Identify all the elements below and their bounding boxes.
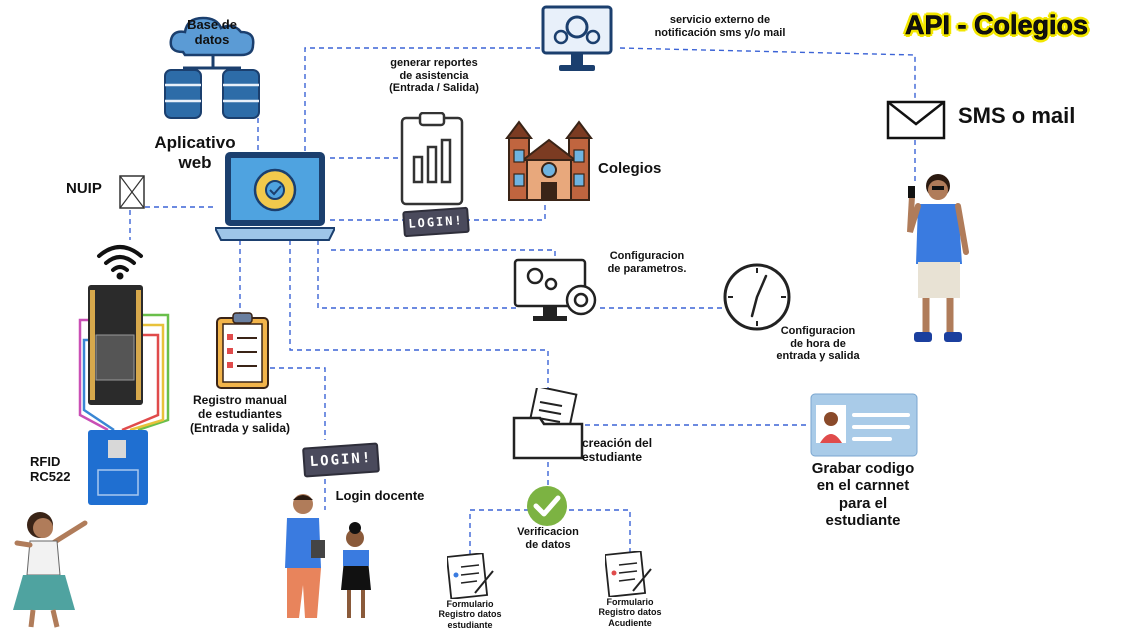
connector-webapp-sms-service — [304, 47, 545, 160]
time-config-label: Configuracion de hora de entrada y salid… — [776, 325, 860, 363]
login-badge-teacher[interactable]: LOGIN! — [302, 442, 380, 478]
login-badge-reports[interactable]: LOGIN! — [402, 206, 470, 238]
wifi-icon — [97, 245, 143, 280]
manual-register-label: Registro manual de estudiantes (Entrada … — [189, 393, 291, 435]
mail-icon — [886, 100, 946, 140]
connector-verify-forms — [469, 509, 631, 555]
student-girl-icon — [13, 512, 88, 628]
student-folder-icon — [512, 388, 584, 460]
database-icon — [164, 16, 260, 119]
teacher-student-icon — [285, 494, 371, 618]
form-guardian-label: Formulario Registro datos Acudiente — [598, 597, 662, 628]
reports-label: generar reportes de asistencia (Entrada … — [389, 57, 479, 95]
sms-service-label: servicio externo de notificación sms y/o… — [654, 14, 786, 39]
schools-label: Colegios — [598, 160, 662, 177]
verification-label: Verificacion de datos — [517, 526, 579, 551]
connector-webapp-create — [289, 240, 549, 395]
record-card-label: Grabar codigo en el carnnet para el estu… — [811, 460, 915, 529]
external-service-monitor-icon — [541, 5, 613, 71]
form-student-label: Formulario Registro datos estudiante — [438, 599, 502, 630]
create-student-label: creación del estudiante — [582, 436, 653, 464]
page-title: API - Colegios — [905, 10, 1089, 41]
connector-sms-service-mail — [619, 47, 916, 100]
envelope-icon — [119, 175, 145, 209]
laptop-gear-icon — [215, 152, 335, 241]
connector-register-login — [270, 367, 326, 440]
connector-webapp-schools — [330, 202, 546, 221]
nuip-label: NUIP — [66, 180, 102, 197]
connector-webapp-time — [317, 240, 520, 309]
clock-icon — [723, 263, 791, 331]
esp32-rfid-board-icon — [78, 285, 170, 505]
webapp-label: Aplicativo web — [154, 133, 236, 172]
parent-man-phone-icon — [907, 174, 969, 342]
login-teacher-label: Login docente — [335, 488, 425, 503]
form-student-icon — [447, 553, 494, 599]
form-guardian-icon — [605, 551, 652, 597]
rfid-label: RFID RC522 — [30, 454, 71, 484]
report-clipboard-icon — [400, 112, 464, 206]
sms-mail-label: SMS o mail — [958, 103, 1076, 128]
id-card-icon — [810, 393, 918, 457]
register-clipboard-icon — [216, 312, 269, 389]
settings-monitor-icon — [513, 258, 597, 321]
database-label: Base de datos — [187, 17, 237, 47]
school-building-icon — [505, 120, 593, 201]
params-label: Configuracion de parametros. — [607, 250, 687, 275]
check-icon — [527, 486, 567, 526]
